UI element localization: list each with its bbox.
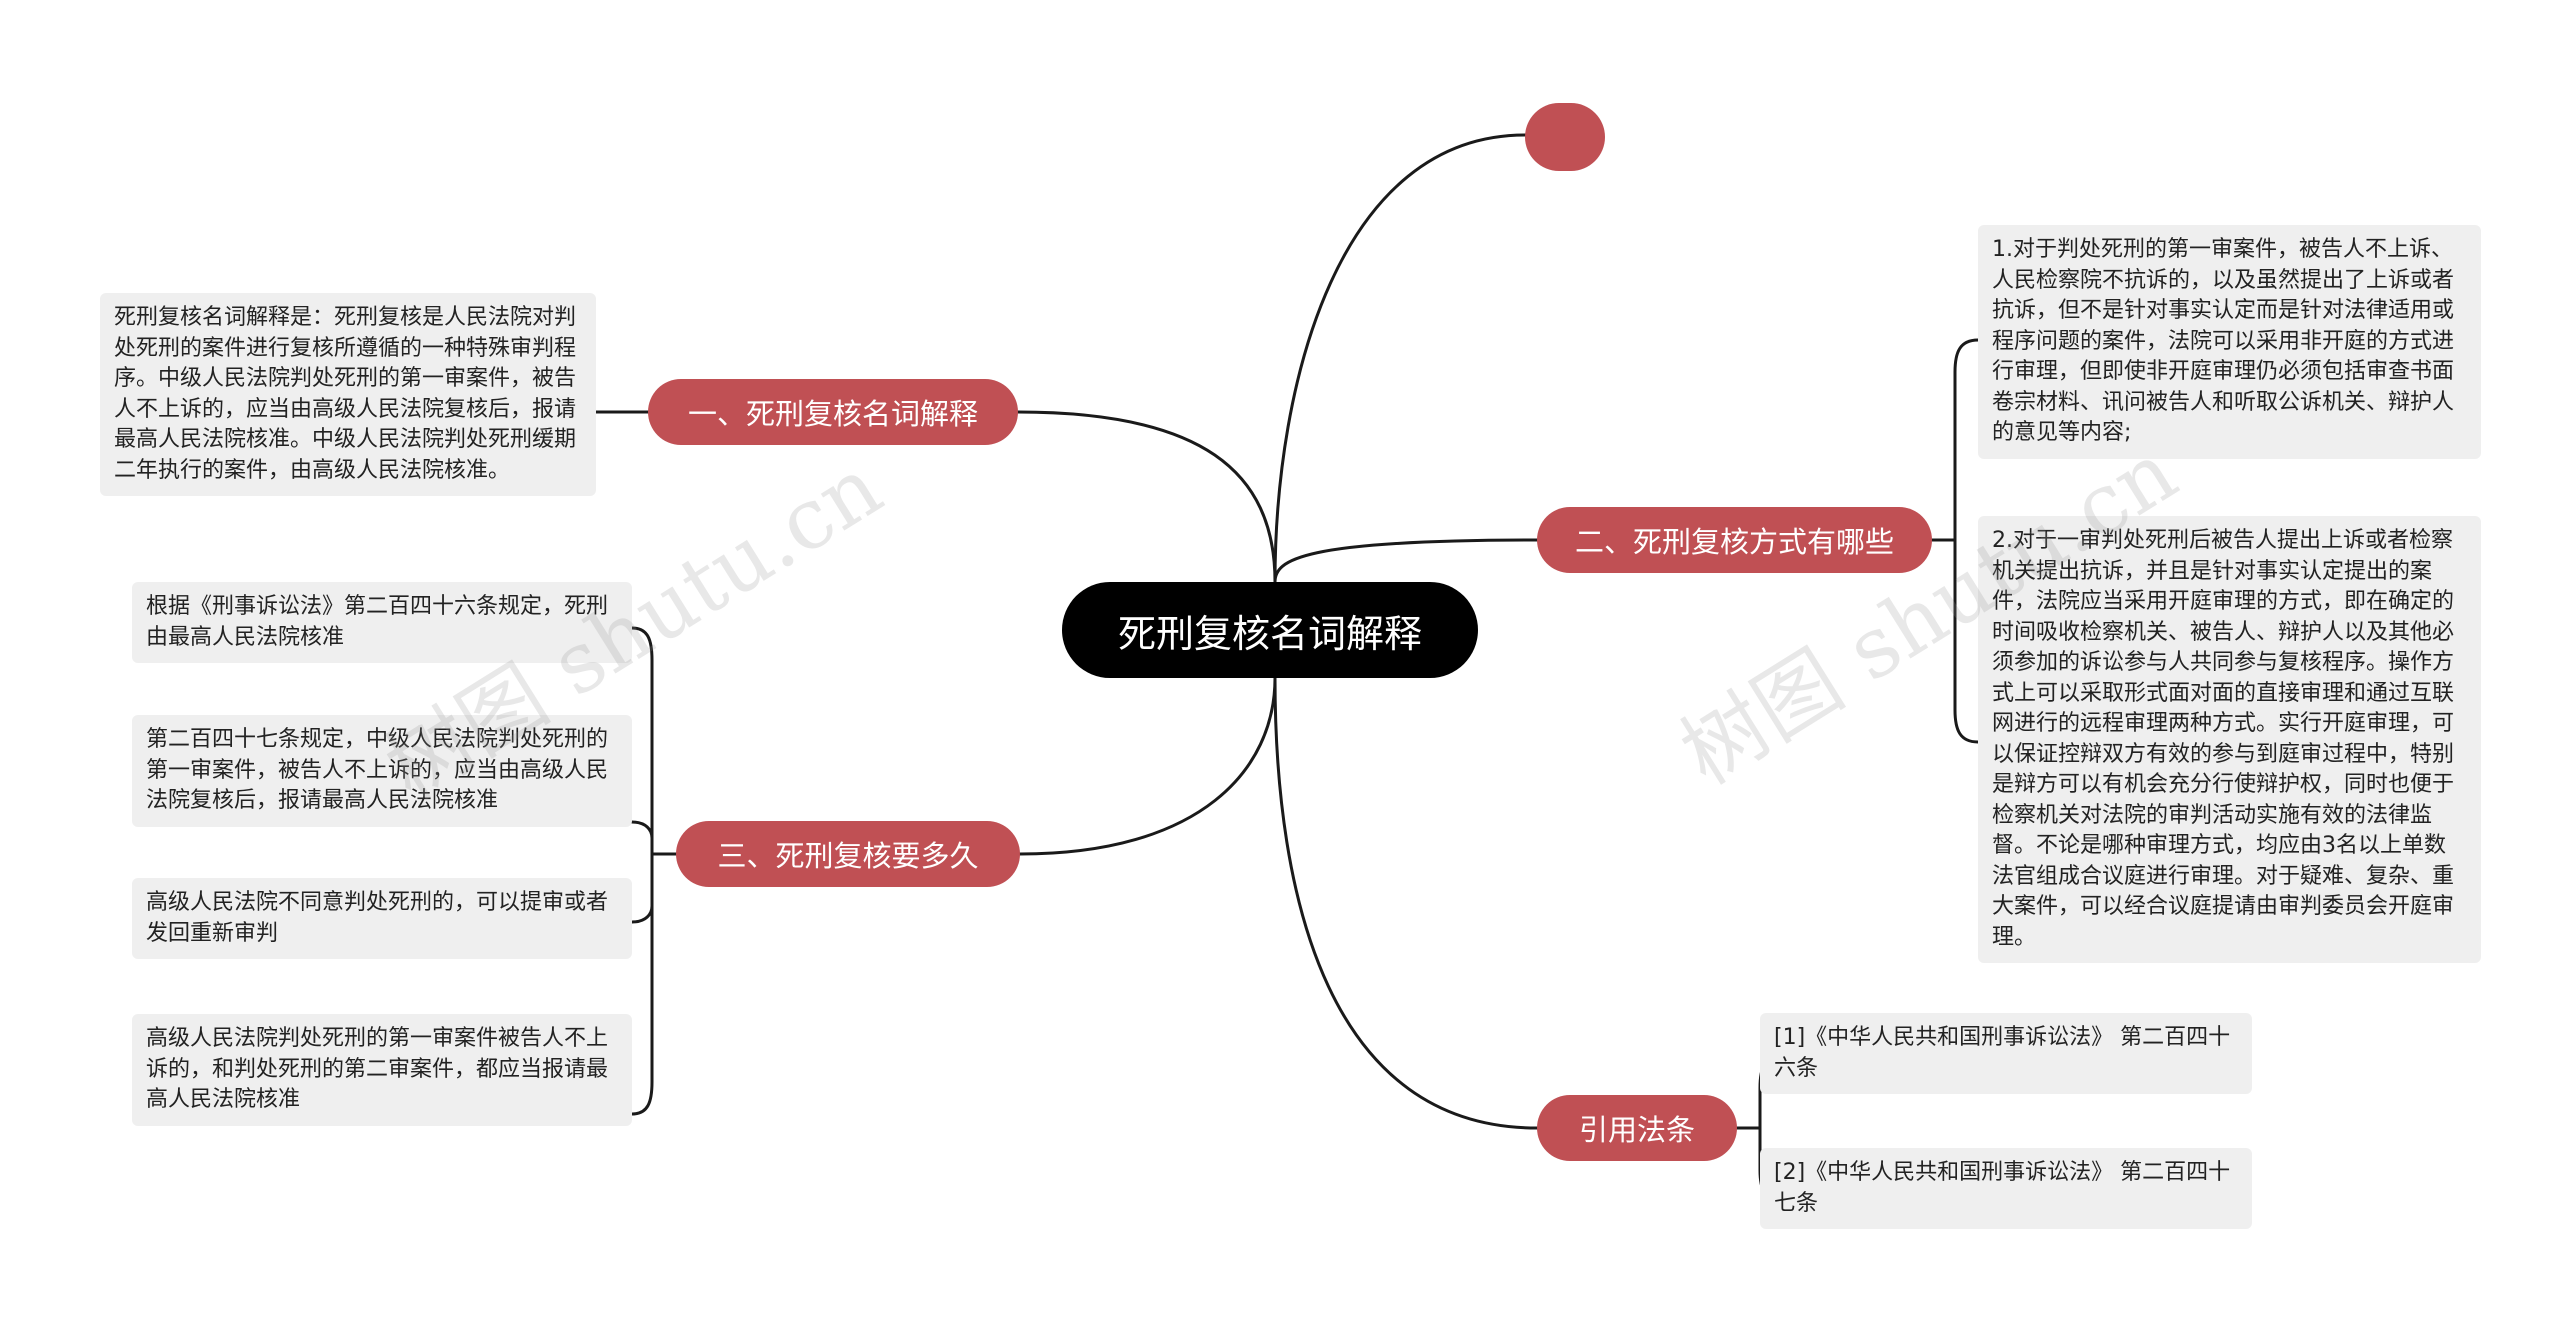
link-center-bubble [1273, 133, 1527, 584]
link-center-branch4 [1273, 676, 1539, 1130]
leaf-duration-1[interactable]: 根据《刑事诉讼法》第二百四十六条规定，死刑由最高人民法院核准 [132, 582, 632, 663]
leaf-duration-2[interactable]: 第二百四十七条规定，中级人民法院判处死刑的第一审案件，被告人不上诉的，应当由高级… [132, 715, 632, 827]
link-center-branch2 [1273, 538, 1539, 584]
branch-topic-review-methods[interactable]: 二、死刑复核方式有哪些 [1537, 507, 1932, 573]
bracket-branch2 [1953, 338, 1980, 744]
empty-topic-bubble[interactable] [1525, 103, 1605, 171]
leaf-cited-law-2[interactable]: [2]《中华人民共和国刑事诉讼法》 第二百四十七条 [1760, 1148, 2252, 1229]
link-center-branch1 [1016, 410, 1277, 584]
bracket-branch3-mid1 [630, 820, 654, 840]
leaf-method-1[interactable]: 1.对于判处死刑的第一审案件，被告人不上诉、人民检察院不抗诉的，以及虽然提出了上… [1978, 225, 2481, 459]
branch-topic-review-duration[interactable]: 三、死刑复核要多久 [676, 821, 1020, 887]
branch-topic-definition[interactable]: 一、死刑复核名词解释 [648, 379, 1018, 445]
branch-topic-cited-laws[interactable]: 引用法条 [1537, 1095, 1737, 1161]
central-topic[interactable]: 死刑复核名词解释 [1062, 582, 1478, 678]
leaf-duration-3[interactable]: 高级人民法院不同意判处死刑的，可以提审或者发回重新审判 [132, 878, 632, 959]
bracket-branch3 [630, 626, 654, 1116]
leaf-cited-law-1[interactable]: [1]《中华人民共和国刑事诉讼法》 第二百四十六条 [1760, 1013, 2252, 1094]
bracket-branch3-mid2 [630, 904, 654, 924]
leaf-duration-4[interactable]: 高级人民法院判处死刑的第一审案件被告人不上诉的，和判处死刑的第二审案件，都应当报… [132, 1014, 632, 1126]
leaf-definition-text[interactable]: 死刑复核名词解释是：死刑复核是人民法院对判处死刑的案件进行复核所遵循的一种特殊审… [100, 293, 596, 496]
leaf-method-2[interactable]: 2.对于一审判处死刑后被告人提出上诉或者检察机关提出抗诉，并且是针对事实认定提出… [1978, 516, 2481, 963]
link-center-branch3 [1018, 676, 1277, 856]
